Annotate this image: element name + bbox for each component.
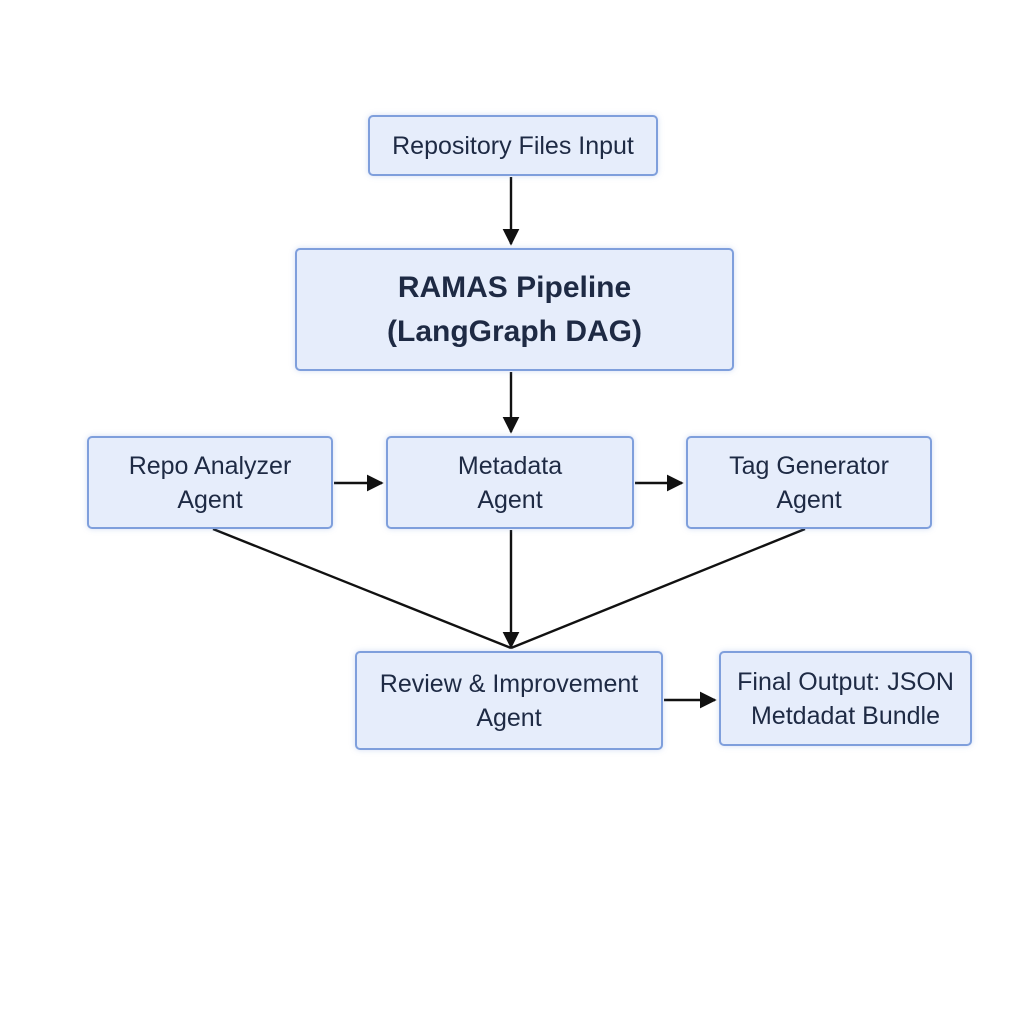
node-review-improvement-agent: Review & Improvement Agent (355, 651, 663, 750)
node-sublabel: Agent (477, 485, 543, 514)
node-sublabel: Agent (476, 703, 542, 732)
node-label: Repository Files Input (392, 131, 634, 160)
node-label: Tag Generator (729, 451, 889, 480)
node-repository-files-input: Repository Files Input (368, 115, 658, 176)
node-label: Review & Improvement (379, 669, 639, 698)
node-sublabel: Metdadat Bundle (750, 701, 941, 730)
node-metadata-agent: Metadata Agent (386, 436, 634, 529)
node-label: RAMAS Pipeline (397, 270, 632, 304)
node-label: Metadata (457, 451, 563, 480)
node-final-output: Final Output: JSON Metdadat Bundle (719, 651, 972, 746)
node-sublabel: Agent (177, 485, 243, 514)
edge-repo-to-review (212, 527, 512, 650)
node-ramas-pipeline: RAMAS Pipeline (LangGraph DAG) (295, 248, 734, 371)
node-tag-generator-agent: Tag Generator Agent (686, 436, 932, 529)
edge-tag-to-review (510, 527, 806, 650)
node-repo-analyzer-agent: Repo Analyzer Agent (87, 436, 333, 529)
node-label: Repo Analyzer (128, 451, 292, 480)
node-sublabel: (LangGraph DAG) (387, 314, 642, 348)
node-sublabel: Agent (776, 485, 842, 514)
node-label: Final Output: JSON (737, 667, 954, 696)
